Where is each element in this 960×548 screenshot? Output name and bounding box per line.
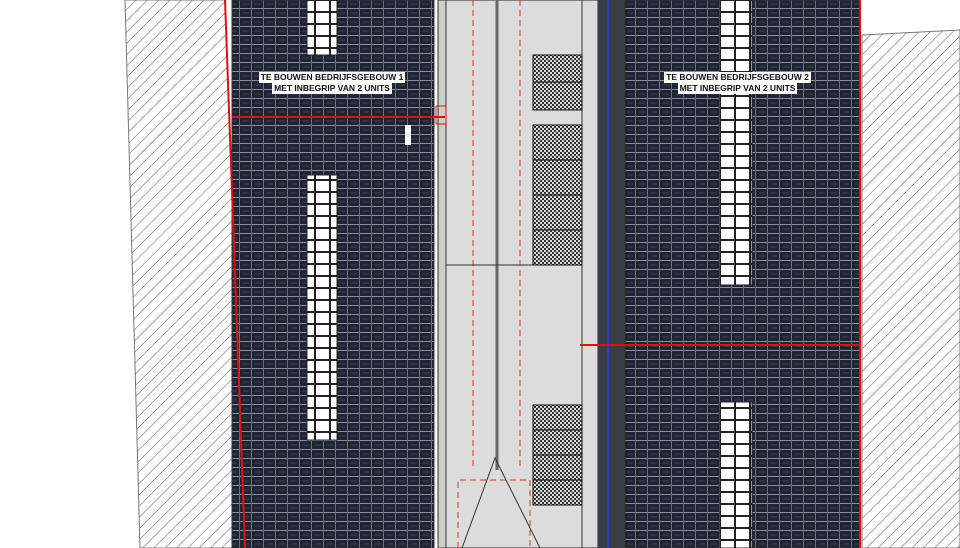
dashed-zone <box>457 479 531 548</box>
skylight-2b <box>719 401 753 548</box>
building-1-label: TE BOUWEN BEDRIJFSGEBOUW 1 MET INBEGRIP … <box>258 72 406 94</box>
skylight-2a <box>719 0 753 286</box>
marker-red <box>435 105 447 125</box>
marker <box>405 125 411 145</box>
boundary-left <box>224 0 246 548</box>
building-2-label: TE BOUWEN BEDRIJFSGEBOUW 2 MET INBEGRIP … <box>664 72 811 94</box>
skylight-1b <box>306 174 338 441</box>
neighbour-parcel-left <box>124 0 246 548</box>
road-edge <box>437 0 447 548</box>
neighbour-parcel-right <box>861 29 960 548</box>
strip <box>598 0 625 548</box>
access-triangle <box>461 456 541 548</box>
skylight-1a <box>306 0 338 56</box>
